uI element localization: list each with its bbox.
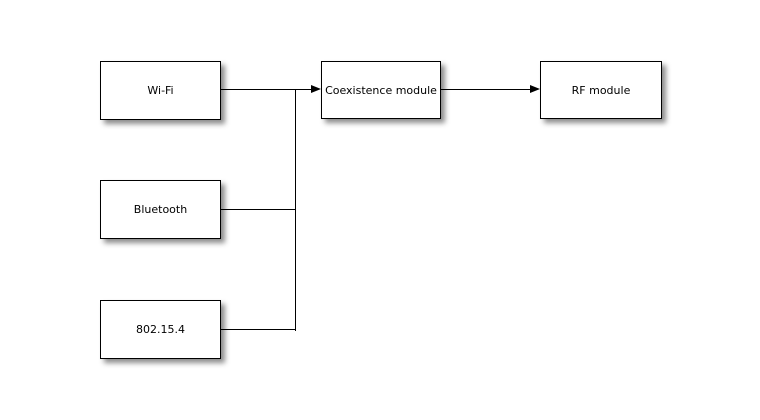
- edge-bluetooth-to-bus: [221, 209, 296, 211]
- edge-wifi-to-coexistence: [221, 89, 312, 91]
- node-rf-module: RF module: [540, 61, 662, 119]
- node-wifi-label: Wi-Fi: [147, 84, 174, 97]
- edge-802154-to-bus: [221, 329, 296, 331]
- node-802-15-4-label: 802.15.4: [136, 323, 185, 336]
- arrowhead-into-rf-icon: [530, 85, 540, 93]
- node-bluetooth: Bluetooth: [100, 180, 221, 239]
- node-rf-module-label: RF module: [571, 83, 631, 97]
- node-wifi: Wi-Fi: [100, 61, 221, 120]
- arrowhead-into-coexistence-icon: [311, 85, 321, 93]
- node-802-15-4: 802.15.4: [100, 300, 221, 359]
- edge-coexistence-to-rf: [441, 89, 531, 91]
- node-coexistence-module-label: Coexistence module: [325, 83, 437, 97]
- node-coexistence-module: Coexistence module: [321, 61, 441, 119]
- node-bluetooth-label: Bluetooth: [133, 203, 188, 216]
